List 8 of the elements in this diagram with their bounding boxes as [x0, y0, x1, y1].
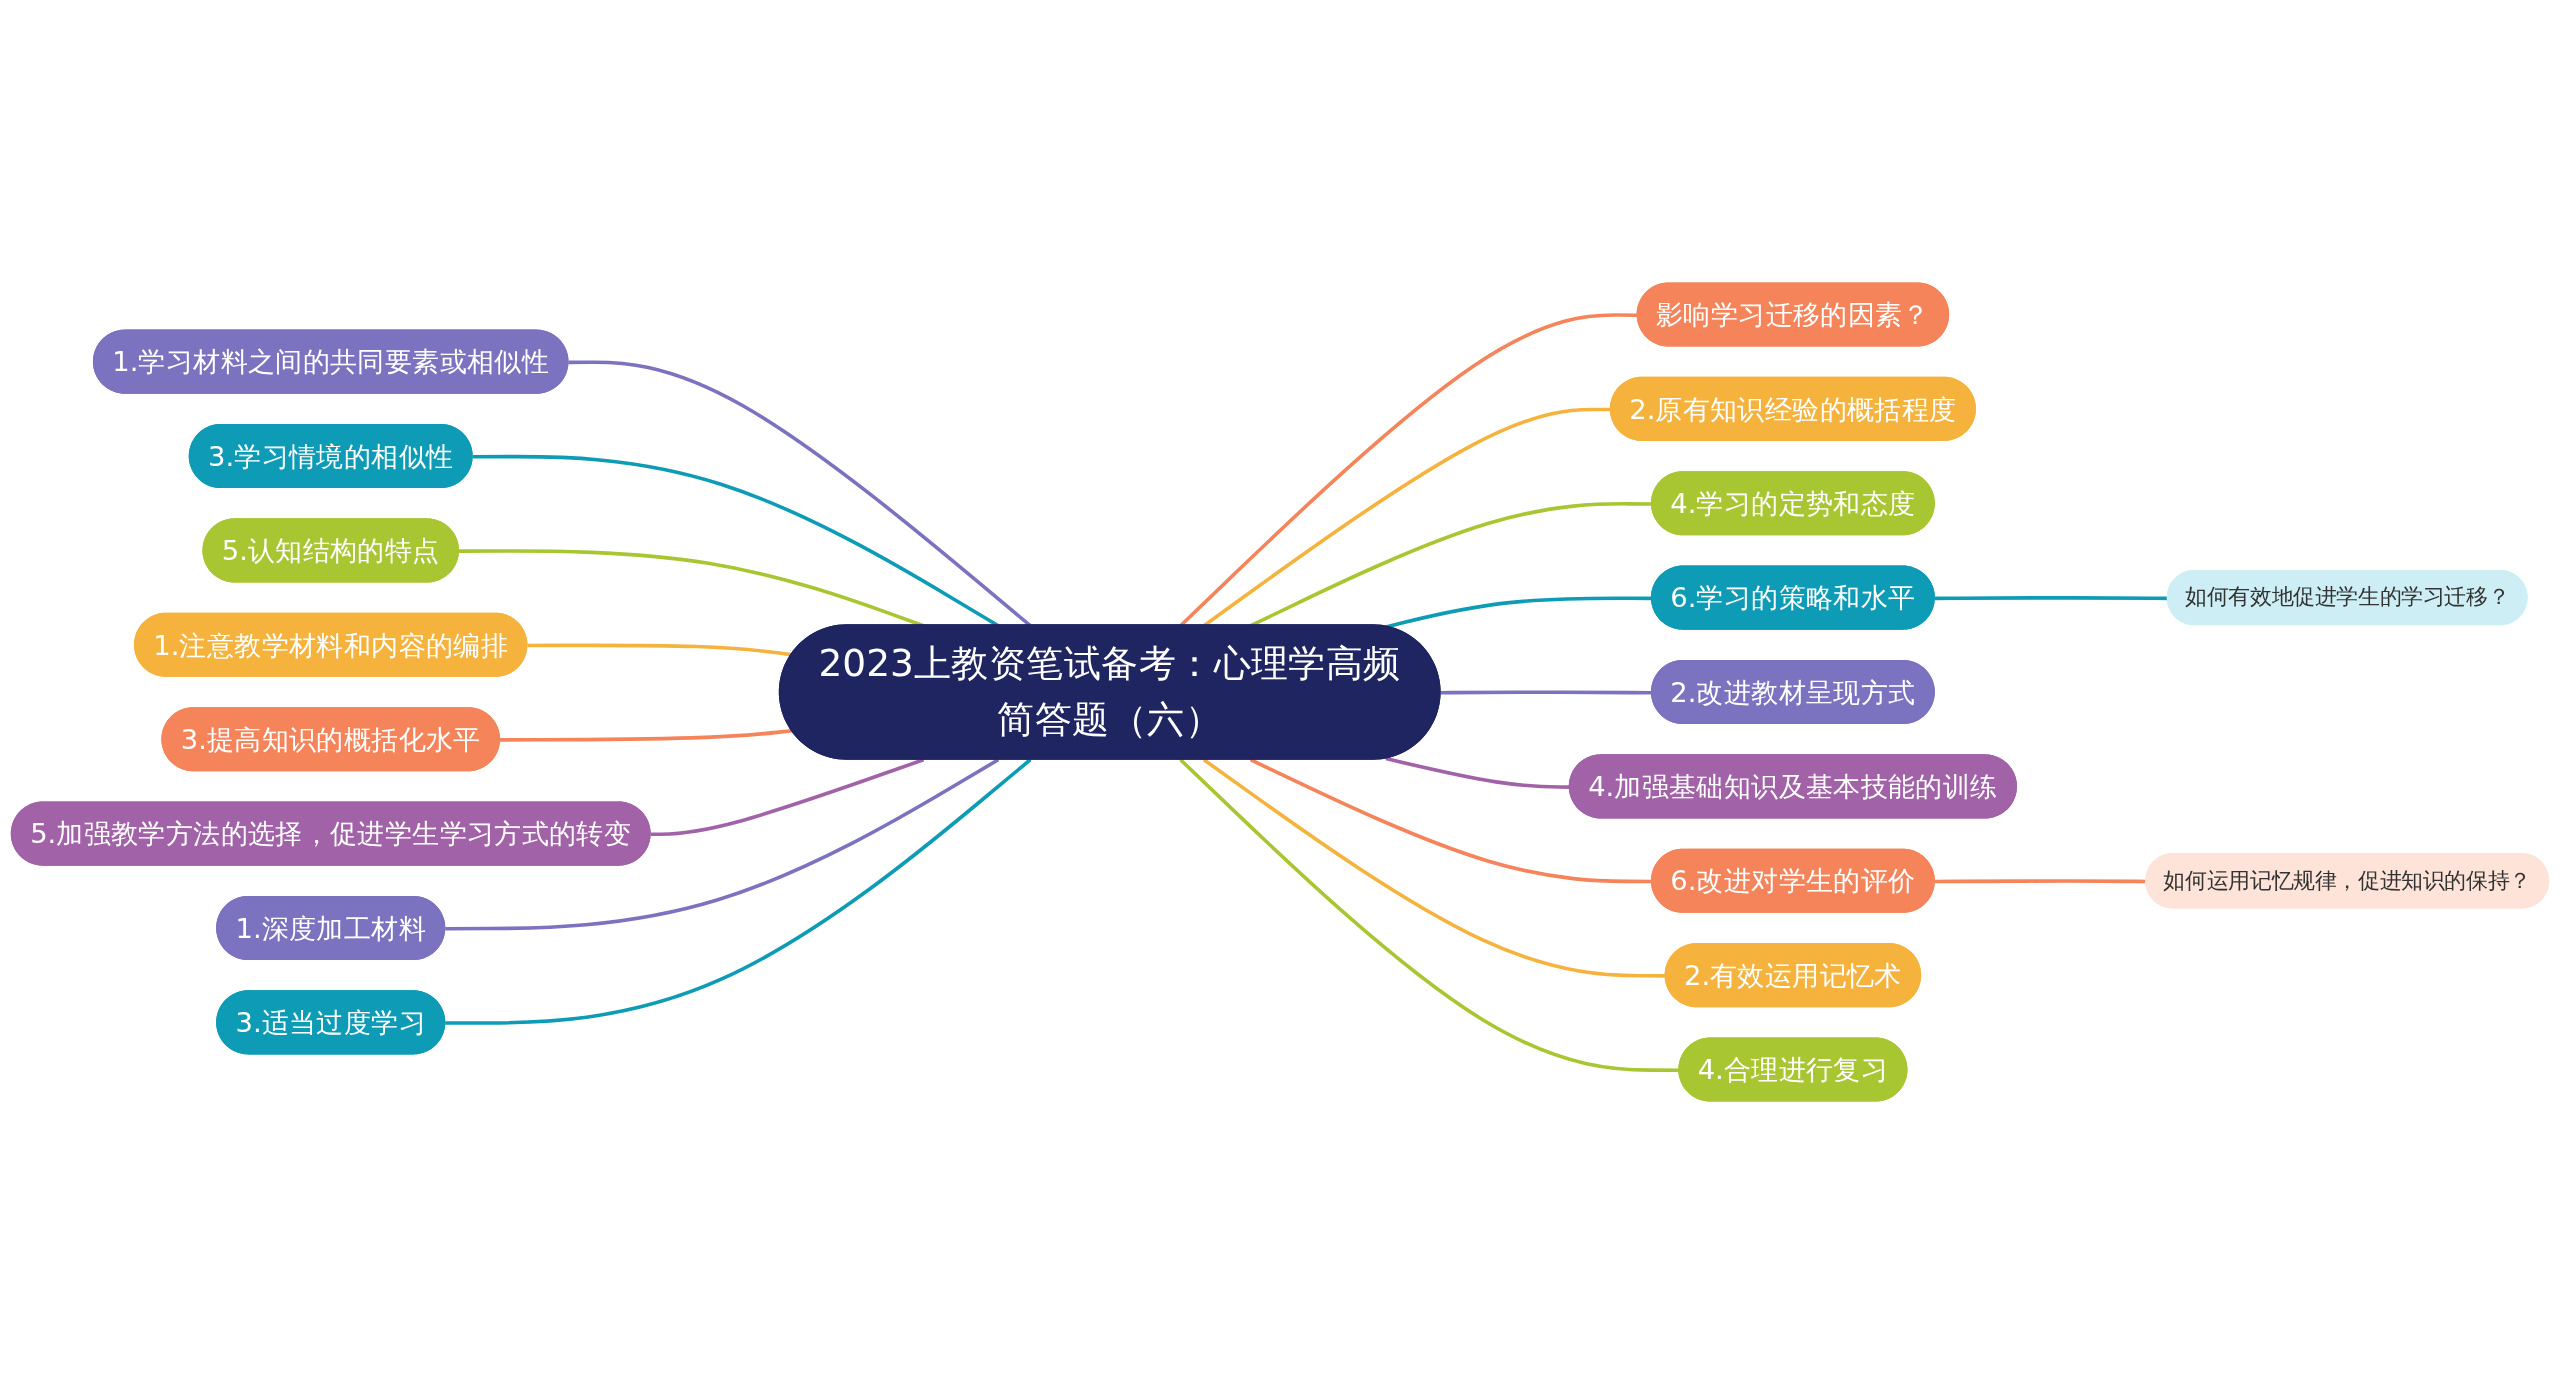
connector: [445, 758, 1032, 1025]
connector: [500, 728, 793, 742]
connector: [650, 758, 925, 837]
connector: [1934, 879, 2147, 884]
connector: [1179, 758, 1680, 1073]
connector: [527, 643, 793, 657]
connector: [445, 758, 1000, 931]
connector: [1934, 596, 2169, 601]
